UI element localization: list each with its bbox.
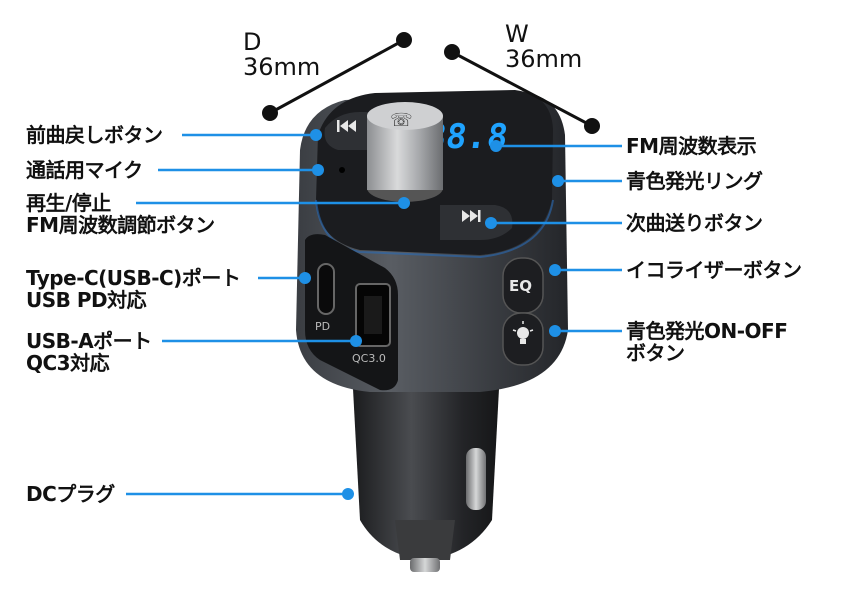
callout-play-line2: FM周波数調節ボタン <box>26 213 215 237</box>
qc-marking: QC3.0 <box>352 352 386 365</box>
dimension-width-line <box>444 44 600 134</box>
callout-light-line1: 青色発光ON-OFF <box>626 319 788 343</box>
callout-prev-line1: 前曲戻しボタン <box>26 123 163 147</box>
svg-text:☏: ☏ <box>390 110 413 131</box>
depth-letter: D <box>243 28 262 56</box>
plug-tip <box>410 558 440 572</box>
callout-eq: イコライザーボタン <box>626 259 802 281</box>
callout-ring-line1: 青色発光リング <box>626 169 763 193</box>
dimension-depth-line <box>262 32 412 121</box>
callout-dc-line1: DCプラグ <box>26 482 115 506</box>
callout-line-fm <box>490 140 622 152</box>
callout-mic-line1: 通話用マイク <box>26 158 143 182</box>
callout-dc: DCプラグ <box>26 483 115 505</box>
callout-usba: USB-Aポート QC3対応 <box>26 330 152 374</box>
light-button[interactable] <box>502 312 544 366</box>
callout-usba-line2: QC3対応 <box>26 351 110 375</box>
callout-line-typec <box>258 272 311 284</box>
next-track-icon <box>462 210 481 222</box>
callout-fm: FM周波数表示 <box>626 134 757 158</box>
mic-hole <box>339 167 345 173</box>
callout-ring: 青色発光リング <box>626 170 763 192</box>
depth-value: 36mm <box>243 53 321 81</box>
callout-play-line1: 再生/停止 <box>26 191 111 215</box>
callout-line-ring <box>552 175 622 187</box>
next-button[interactable] <box>440 205 513 240</box>
callout-fm-line1: FM周波数表示 <box>626 134 757 158</box>
pd-marking: PD <box>315 320 330 333</box>
callout-line-dc <box>126 488 354 500</box>
center-knob[interactable]: ☏ <box>367 102 443 202</box>
callout-line-light <box>549 325 622 337</box>
callout-eq-line1: イコライザーボタン <box>626 258 802 282</box>
width-letter: W <box>505 20 529 48</box>
callout-line-usba <box>162 335 362 347</box>
callout-light: 青色発光ON-OFF ボタン <box>626 319 788 365</box>
eq-button[interactable]: EQ <box>502 257 544 314</box>
dc-plug-body <box>352 370 500 560</box>
light-bulb-icon <box>512 321 534 344</box>
prev-track-icon <box>337 120 356 132</box>
callout-prev: 前曲戻しボタン <box>26 124 163 146</box>
side-contact <box>466 448 486 510</box>
callout-play: 再生/停止 FM周波数調節ボタン <box>26 192 215 236</box>
callout-line-prev <box>182 129 322 141</box>
usb-a-port[interactable]: QC3.0 <box>352 283 391 365</box>
width-value: 36mm <box>505 45 583 73</box>
dimension-width-label: W 36mm <box>505 22 582 72</box>
callout-line-mic <box>158 164 324 176</box>
prev-button[interactable] <box>324 112 372 150</box>
callout-line-next <box>485 217 622 229</box>
usb-c-port[interactable]: PD <box>315 263 335 333</box>
phone-icon: ☏ <box>390 110 413 131</box>
callout-next: 次曲送りボタン <box>626 212 763 234</box>
callout-mic: 通話用マイク <box>26 159 143 181</box>
callout-usba-line1: USB-Aポート <box>26 329 152 353</box>
eq-marking: EQ <box>509 277 532 295</box>
callout-typec-line2: USB PD対応 <box>26 288 147 312</box>
callout-light-line2: ボタン <box>626 341 685 365</box>
dimension-depth-label: D 36mm <box>243 30 320 80</box>
callout-typec-line1: Type-C(USB-C)ポート <box>26 266 241 290</box>
callout-line-play <box>136 197 410 209</box>
callout-next-line1: 次曲送りボタン <box>626 211 763 235</box>
callout-typec: Type-C(USB-C)ポート USB PD対応 <box>26 266 241 312</box>
callout-line-eq <box>549 264 622 276</box>
